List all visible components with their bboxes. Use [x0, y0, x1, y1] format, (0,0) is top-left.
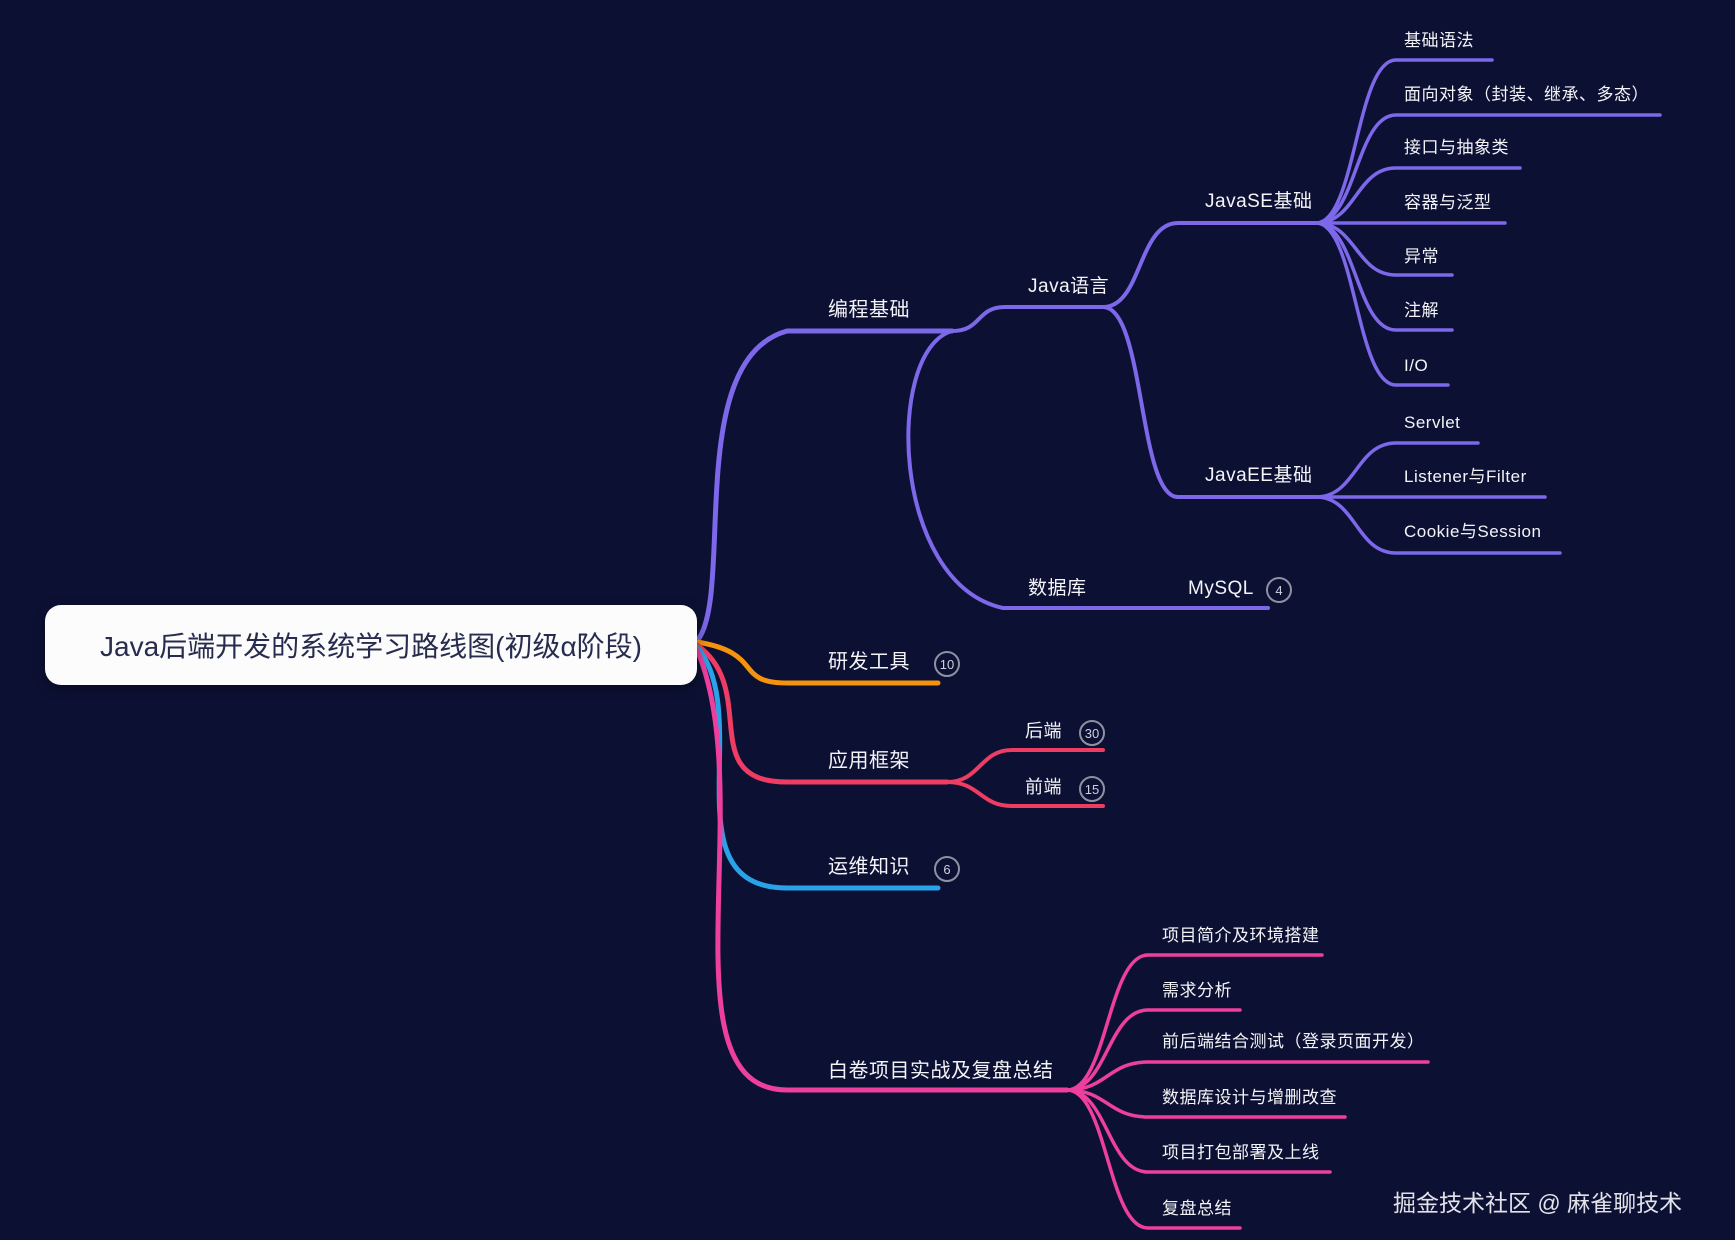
root-node-label: Java后端开发的系统学习路线图(初级α阶段) [100, 631, 642, 662]
node-label-se-io[interactable]: I/O [1404, 356, 1429, 375]
branch-line [1101, 305, 1318, 499]
node-label-se-jichuyufa[interactable]: 基础语法 [1404, 31, 1474, 50]
count-badge-houduan[interactable]: 30 [1079, 720, 1105, 746]
count-badge-yunwei[interactable]: 6 [934, 856, 960, 882]
watermark: 掘金技术社区 @ 麻雀聊技术 [1393, 1190, 1683, 1216]
branch-line [1065, 1060, 1430, 1092]
node-label-database[interactable]: 数据库 [1028, 578, 1087, 599]
node-label-biancheng[interactable]: 编程基础 [828, 299, 910, 321]
count-badge-qianduan[interactable]: 15 [1079, 776, 1105, 802]
branch-line [906, 329, 1270, 610]
branch-line [1314, 166, 1522, 225]
branch-line [1101, 221, 1318, 309]
node-label-java-lang[interactable]: Java语言 [1028, 276, 1110, 297]
count-badge-yanfa[interactable]: 10 [934, 651, 960, 677]
node-label-yunwei[interactable]: 运维知识 [828, 856, 910, 878]
node-label-mysql[interactable]: MySQL [1188, 578, 1254, 599]
node-label-ee-listener[interactable]: Listener与Filter [1404, 467, 1527, 486]
branch-line [1314, 58, 1494, 225]
node-label-qianduan[interactable]: 前端 [1025, 777, 1062, 797]
node-label-bj-intro[interactable]: 项目简介及环境搭建 [1162, 926, 1320, 945]
count-badge-mysql[interactable]: 4 [1266, 577, 1292, 603]
node-label-ee-servlet[interactable]: Servlet [1404, 413, 1461, 432]
branch-line [694, 647, 1070, 1093]
branch-line [1065, 1088, 1347, 1119]
node-label-framework[interactable]: 应用框架 [828, 750, 910, 772]
branch-line [1314, 441, 1480, 499]
branch-line [1314, 113, 1662, 225]
node-label-javase[interactable]: JavaSE基础 [1205, 191, 1313, 212]
node-label-se-container[interactable]: 容器与泛型 [1404, 193, 1492, 212]
branch-line [945, 780, 1105, 808]
branch-line [1314, 221, 1450, 387]
branch-line [950, 305, 1105, 333]
node-label-se-interface[interactable]: 接口与抽象类 [1404, 138, 1509, 157]
branch-line [1314, 495, 1562, 555]
node-label-yanfa[interactable]: 研发工具 [828, 651, 910, 673]
node-label-se-oop[interactable]: 面向对象（封装、继承、多态） [1404, 85, 1649, 104]
node-label-bj-deploy[interactable]: 项目打包部署及上线 [1162, 1143, 1320, 1162]
branch-line [1065, 1008, 1242, 1092]
node-label-baijuan[interactable]: 白卷项目实战及复盘总结 [828, 1060, 1054, 1082]
branch-line [694, 328, 955, 644]
branch-line [945, 748, 1105, 784]
node-label-ee-cookie[interactable]: Cookie与Session [1404, 522, 1542, 541]
node-label-bj-db[interactable]: 数据库设计与增删改查 [1162, 1088, 1337, 1107]
node-label-bj-test[interactable]: 前后端结合测试（登录页面开发） [1162, 1032, 1425, 1051]
node-label-javaee[interactable]: JavaEE基础 [1205, 465, 1313, 486]
node-label-se-annotation[interactable]: 注解 [1404, 301, 1439, 320]
branch-line [1065, 1088, 1242, 1230]
branch-line [694, 639, 941, 686]
branch-line [1065, 953, 1324, 1092]
root-node[interactable]: Java后端开发的系统学习路线图(初级α阶段) [45, 605, 697, 685]
node-label-bj-xuqiu[interactable]: 需求分析 [1162, 981, 1232, 1000]
node-label-bj-fupan[interactable]: 复盘总结 [1162, 1199, 1232, 1218]
node-label-houduan[interactable]: 后端 [1025, 721, 1062, 741]
node-label-se-exception[interactable]: 异常 [1404, 247, 1439, 266]
branch-line [694, 642, 950, 785]
